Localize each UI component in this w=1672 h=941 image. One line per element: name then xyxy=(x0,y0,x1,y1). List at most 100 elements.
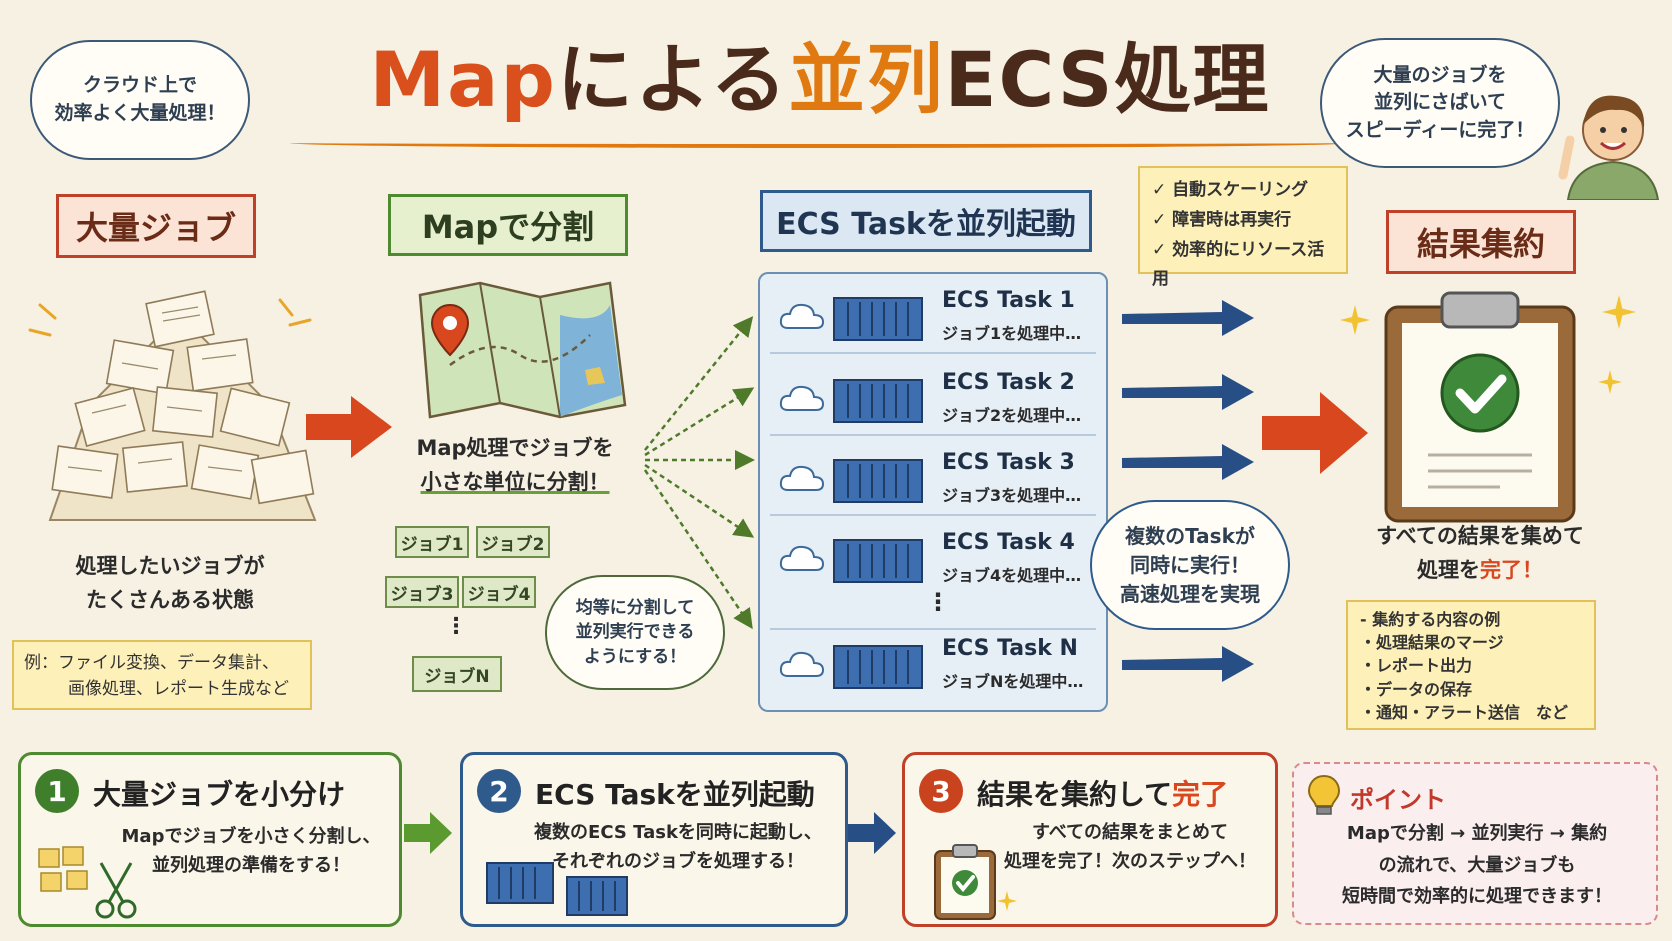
result-caption-line2a: 処理を xyxy=(1417,557,1480,582)
jobs-example-note: 例：ファイル変換、データ集計、 画像処理、レポート生成など xyxy=(12,640,312,710)
ecs-task-sub-2: ジョブ2を処理中… xyxy=(942,406,1082,425)
step-title-3a: 結果を集約して xyxy=(977,778,1173,811)
section-label-result: 結果集約 xyxy=(1386,210,1576,274)
title-map: Map xyxy=(369,35,557,124)
point-line3: 短時間で効率的に処理できます！ xyxy=(1342,886,1612,907)
step-box-2: 2 ECS Taskを並列起動 複数のECS Taskを同時に起動し、 それぞれ… xyxy=(460,752,848,927)
job-chip-1: ジョブ1 xyxy=(395,526,469,558)
step-desc-3: すべての結果をまとめて 処理を完了！次のステップへ！ xyxy=(985,819,1275,877)
paper-pile-icon xyxy=(48,290,317,521)
step-arrow-2-icon xyxy=(848,812,896,854)
ecs-task-title-3: ECS Task 3 xyxy=(942,450,1075,475)
clipboard-check-icon xyxy=(1384,291,1576,523)
step-desc-1: Mapでジョブを小さく分割し、 並列処理の準備をする！ xyxy=(111,823,391,881)
point-heading: ポイント xyxy=(1350,786,1446,814)
task-result-arrows-icon xyxy=(1122,300,1254,682)
left-bubble-line2: 効率よく大量処理！ xyxy=(54,102,226,124)
container-icon xyxy=(833,379,923,423)
ecs-task-sub-n: ジョブNを処理中… xyxy=(942,672,1084,691)
fan-out-arrows-icon xyxy=(643,316,755,630)
step-number-3: 3 xyxy=(919,769,963,813)
ecs-features-note: ✓ 自動スケーリング ✓ 障害時は再実行 ✓ 効率的にリソース活用 xyxy=(1138,166,1348,289)
map-caption-line1: Map処理でジョブを xyxy=(416,436,614,460)
ecs-task-title-n: ECS Task N xyxy=(942,636,1078,661)
cloud-icon xyxy=(779,651,825,677)
ecs-task-dots: ⋮ xyxy=(926,588,950,616)
map-caption: Map処理でジョブを 小さな単位に分割！ xyxy=(390,432,640,499)
ecs-task-title-2: ECS Task 2 xyxy=(942,370,1075,395)
jobs-caption: 処理したいジョブが たくさんある状態 xyxy=(20,550,320,617)
right-bubble-line2: 並列にさばいて xyxy=(1373,91,1507,114)
map-speech-bubble: 均等に分割して 並列実行できる ようにする！ xyxy=(545,575,725,690)
page-title: Mapによる並列ECS処理 xyxy=(300,18,1340,128)
map-bubble-line1: 均等に分割して xyxy=(575,597,695,618)
ecs-task-row-2: ECS Task 2 ジョブ2を処理中… xyxy=(770,364,1096,436)
container-icon xyxy=(833,297,923,341)
ecs-task-row-4: ECS Task 4 ジョブ4を処理中… xyxy=(770,524,1096,596)
step-desc-3-line1: すべての結果をまとめて xyxy=(1031,822,1229,843)
map-caption-line2: 小さな単位に分割！ xyxy=(420,469,610,494)
title-niyoru: による xyxy=(556,35,789,124)
result-list-merge: ・処理結果のマージ xyxy=(1360,633,1504,653)
jobs-caption-line2: たくさんある状態 xyxy=(86,587,254,612)
job-chip-2: ジョブ2 xyxy=(476,526,550,558)
section-label-jobs: 大量ジョブ xyxy=(56,194,256,258)
ecs-task-sub-1: ジョブ1を処理中… xyxy=(942,324,1082,343)
title-underline xyxy=(290,138,1350,148)
arrow-to-result-icon xyxy=(1262,392,1368,474)
step-desc-1-line2: 並列処理の準備をする！ xyxy=(152,854,350,876)
result-caption-line1: すべての結果を集めて xyxy=(1376,524,1584,548)
step-box-3: 3 結果を集約して完了 すべての結果をまとめて 処理を完了！次のステップへ！ xyxy=(902,752,1278,927)
title-parallel: 並列 xyxy=(788,35,945,124)
sparkle-star-icon xyxy=(1602,295,1636,329)
right-bubble-line3: スピーディーに完了！ xyxy=(1345,118,1535,141)
result-caption-line2b: 完了！ xyxy=(1480,557,1543,582)
step-desc-2: 複数のECS Taskを同時に起動し、 それぞれのジョブを処理する！ xyxy=(523,819,833,877)
ecs-bubble-line1: 複数のTaskが xyxy=(1125,523,1255,548)
section-label-ecs: ECS Taskを並列起動 xyxy=(760,190,1092,252)
step-title-1: 大量ジョブを小分け xyxy=(93,778,346,811)
folded-map-icon xyxy=(418,281,627,419)
point-line1: Mapで分割 → 並列実行 → 集約 xyxy=(1346,823,1608,844)
left-speech-bubble: クラウド上で 効率よく大量処理！ xyxy=(30,40,250,160)
ecs-task-title-1: ECS Task 1 xyxy=(942,288,1075,313)
job-chip-n: ジョブN xyxy=(412,656,502,692)
result-list-save: ・データの保存 xyxy=(1360,679,1473,699)
jobs-example-line1: 例：ファイル変換、データ集計、 xyxy=(24,653,279,673)
job-chip-dots: ⋮ xyxy=(445,614,467,639)
right-bubble-line1: 大量のジョブを xyxy=(1373,63,1507,86)
map-bubble-line3: ようにする！ xyxy=(583,646,687,667)
feature-resource: ✓ 効率的にリソース活用 xyxy=(1152,239,1325,290)
cloud-icon xyxy=(779,303,825,329)
cloud-icon xyxy=(779,385,825,411)
map-bubble-line2: 並列実行できる xyxy=(575,622,695,643)
step-desc-2-line2: それぞれのジョブを処理する！ xyxy=(552,850,804,872)
ecs-task-sub-4: ジョブ4を処理中… xyxy=(942,566,1082,585)
step-title-3b: 完了 xyxy=(1172,778,1229,811)
step-desc-2-line1: 複数のECS Taskを同時に起動し、 xyxy=(534,822,822,843)
result-list-notify: ・通知・アラート送信 など xyxy=(1360,702,1569,722)
ecs-task-row-3: ECS Task 3 ジョブ3を処理中… xyxy=(770,444,1096,516)
containers-icon xyxy=(486,862,628,916)
cloud-icon xyxy=(779,465,825,491)
step-box-1: 1 大量ジョブを小分け Mapでジョブを小さく分割し、 並列処理の準備をする！ xyxy=(18,752,402,927)
ecs-task-panel xyxy=(758,272,1108,712)
left-bubble-line1: クラウド上で xyxy=(82,74,197,97)
point-box: ポイント Mapで分割 → 並列実行 → 集約 の流れで、大量ジョブも 短時間で… xyxy=(1292,762,1658,925)
lightbulb-icon xyxy=(1307,774,1341,815)
sparkle-star-icon xyxy=(1340,305,1370,335)
ecs-task-row-n: ECS Task N ジョブNを処理中… xyxy=(770,628,1096,700)
cloud-icon xyxy=(779,545,825,571)
job-chip-4: ジョブ4 xyxy=(462,576,536,608)
jobs-caption-line1: 処理したいジョブが xyxy=(75,554,265,578)
result-list-heading: - 集約する内容の例 xyxy=(1360,610,1501,629)
feature-autoscaling: ✓ 自動スケーリング xyxy=(1152,180,1309,200)
ecs-task-title-4: ECS Task 4 xyxy=(942,530,1075,555)
step-title-3: 結果を集約して完了 xyxy=(977,773,1228,813)
section-label-map: Mapで分割 xyxy=(388,194,628,256)
point-line2: の流れで、大量ジョブも xyxy=(1378,854,1576,876)
sparkle-lines-icon xyxy=(28,298,312,337)
step-desc-3-line2: 処理を完了！次のステップへ！ xyxy=(1004,850,1256,872)
container-icon xyxy=(833,645,923,689)
small-clipboard-check-icon xyxy=(934,844,1017,920)
